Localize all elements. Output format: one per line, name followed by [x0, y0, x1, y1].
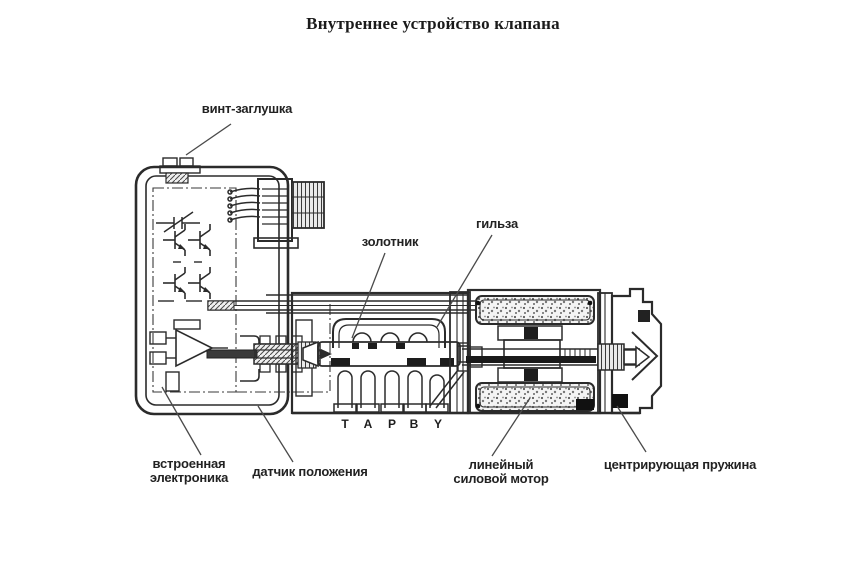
page-title: Внутреннее устройство клапана [306, 14, 560, 33]
knurled-cap [291, 181, 325, 229]
label-position-sensor: датчик положения [252, 464, 368, 479]
label-electronics: встроенная электроника [149, 456, 229, 485]
spring-adjuster [597, 343, 625, 371]
centering-spring-endcap [292, 287, 663, 415]
port-letter-B: B [409, 417, 419, 431]
label-sleeve: гильза [476, 216, 518, 231]
motor-coil-bottom [475, 382, 595, 412]
feedback-rod [207, 294, 481, 314]
coil-windings [227, 187, 261, 223]
sleeve-part [332, 318, 446, 348]
linear-motor [457, 288, 640, 415]
leader-motor [491, 397, 531, 457]
pcb-boundary [152, 187, 331, 393]
leader-spool [351, 252, 386, 339]
leader-screw-plug [185, 123, 232, 156]
screw-plug-part [159, 157, 201, 184]
label-screw-plug: винт-заглушка [201, 101, 293, 116]
label-spring: центрирующая пружина [603, 457, 757, 472]
leader-electronics [161, 386, 202, 456]
port-letter-A: A [363, 417, 373, 431]
leader-spring [616, 405, 647, 453]
cable-connector [253, 178, 325, 249]
electronics-housing [134, 157, 332, 416]
leader-sleeve [436, 234, 493, 328]
motor-armature [497, 325, 563, 383]
leader-position-sensor [257, 405, 294, 463]
label-motor: линейный силовой мотор [453, 457, 549, 486]
leader-lines [161, 123, 647, 463]
port-letter-Y: Y [433, 417, 443, 431]
motor-coil-top [475, 295, 595, 325]
port-letter-T: T [341, 417, 349, 431]
label-spool: золотник [361, 234, 419, 249]
circuit-symbols [149, 211, 228, 392]
valve-body [290, 291, 471, 415]
port-letter-P: P [387, 417, 397, 431]
